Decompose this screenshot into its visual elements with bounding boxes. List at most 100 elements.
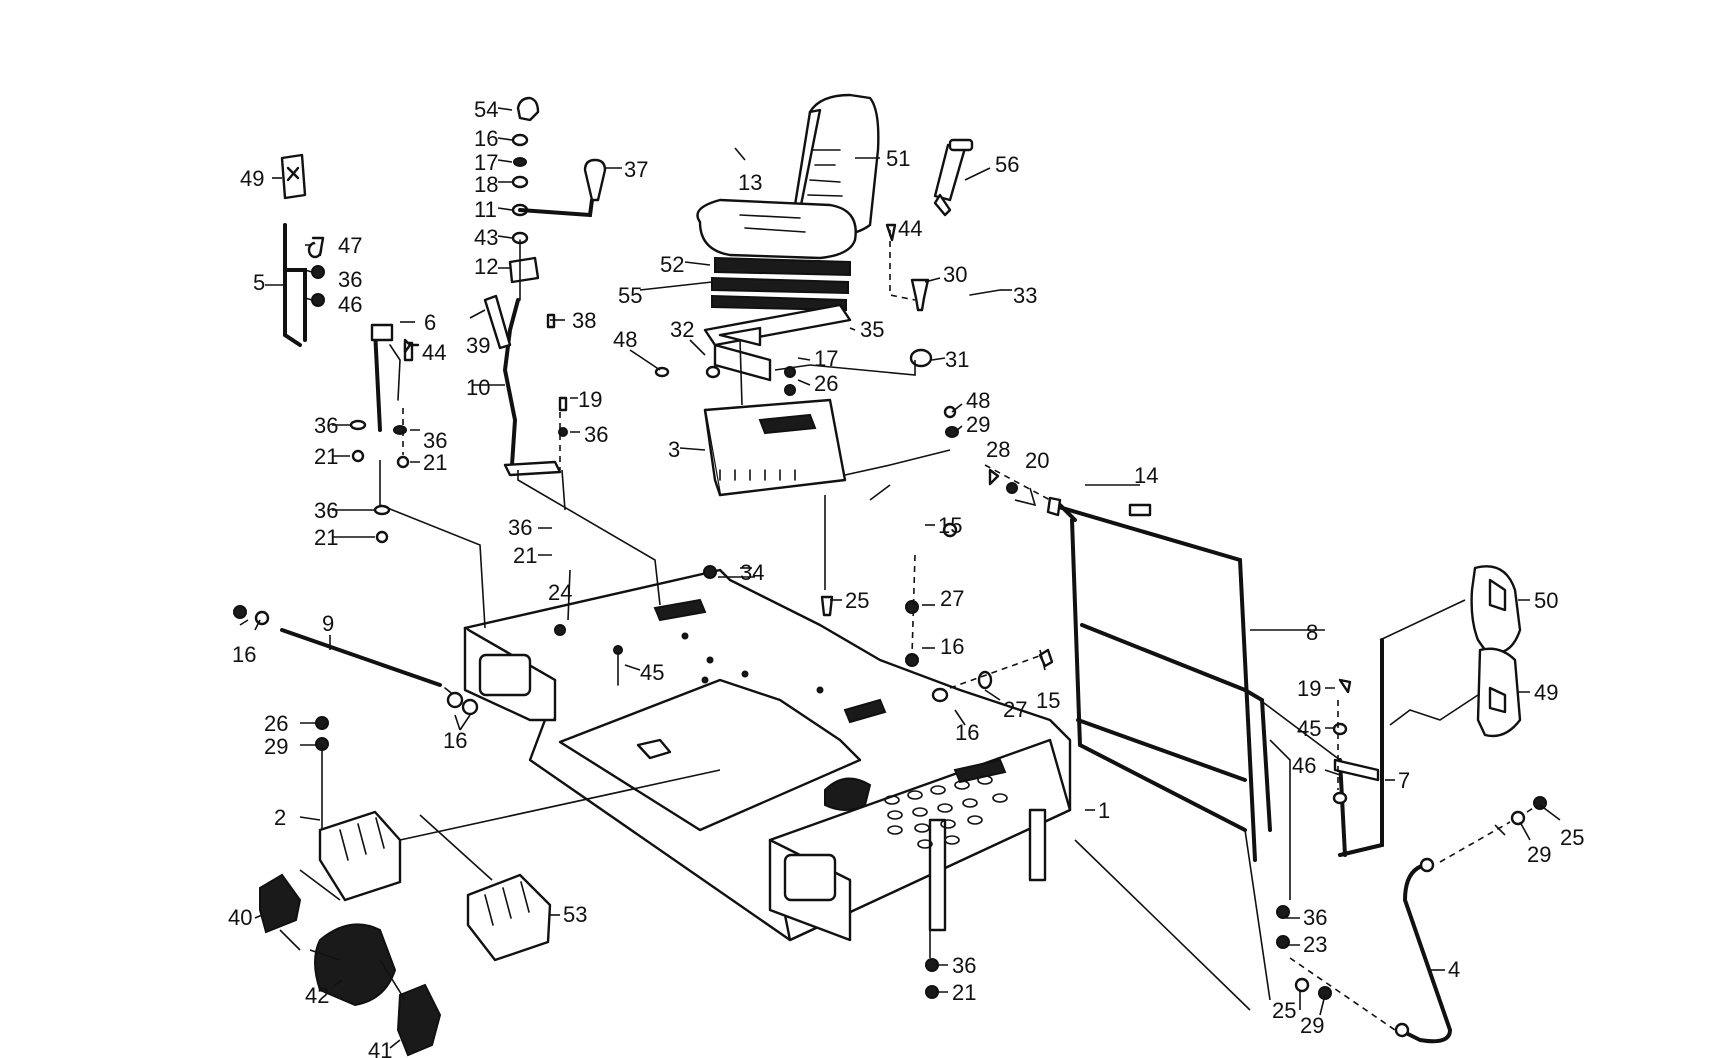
callout-38: 38 — [572, 308, 596, 333]
callout-43: 43 — [474, 225, 498, 250]
callout-36: 36 — [952, 953, 976, 978]
callout-36: 36 — [423, 428, 447, 453]
callout-14: 14 — [1134, 463, 1158, 488]
callout-48: 48 — [966, 388, 990, 413]
callout-6: 6 — [424, 310, 436, 335]
callout-42: 42 — [305, 983, 329, 1008]
callout-10: 10 — [466, 375, 490, 400]
callout-15: 15 — [1036, 688, 1060, 713]
callout-1: 1 — [1098, 798, 1110, 823]
callout-21: 21 — [513, 543, 537, 568]
fastener — [554, 624, 566, 636]
fastener — [703, 565, 717, 579]
callout-26: 26 — [814, 371, 838, 396]
foot-pad-41 — [396, 983, 442, 1057]
callout-55: 55 — [618, 283, 642, 308]
gear-lever-assembly — [483, 96, 607, 477]
bush-part — [909, 348, 933, 368]
callout-28: 28 — [986, 437, 1010, 462]
callout-40: 40 — [228, 905, 252, 930]
callout-17: 17 — [814, 346, 838, 371]
callout-44: 44 — [898, 216, 922, 241]
callout-29: 29 — [1527, 842, 1551, 867]
callout-49: 49 — [240, 166, 264, 191]
callout-29: 29 — [1300, 1013, 1324, 1038]
callout-17: 17 — [474, 150, 498, 175]
tie-rod-part — [233, 605, 479, 716]
callout-33: 33 — [1013, 283, 1037, 308]
callout-labels: 54 16 17 18 11 43 12 37 49 47 36 5 46 6 … — [228, 97, 1584, 1058]
bolt-part — [969, 289, 1001, 296]
callout-41: 41 — [368, 1038, 392, 1058]
callout-27: 27 — [940, 586, 964, 611]
callout-36: 36 — [584, 422, 608, 447]
callout-29: 29 — [966, 412, 990, 437]
callout-21: 21 — [314, 444, 338, 469]
callout-30: 30 — [943, 262, 967, 287]
callout-11: 11 — [474, 197, 497, 222]
callout-9: 9 — [322, 611, 334, 636]
bolt-part — [820, 595, 834, 617]
callout-16: 16 — [955, 720, 979, 745]
callout-3: 3 — [668, 437, 680, 462]
callout-4: 4 — [1448, 957, 1460, 982]
callout-21: 21 — [423, 450, 447, 475]
callout-8: 8 — [1306, 620, 1318, 645]
left-bracket-assembly — [280, 153, 414, 544]
callout-13: 13 — [738, 170, 762, 195]
callout-36: 36 — [1303, 905, 1327, 930]
callout-25: 25 — [1272, 998, 1296, 1023]
callout-44: 44 — [422, 340, 446, 365]
callout-47: 47 — [338, 233, 362, 258]
rear-bracket-assembly — [1332, 565, 1522, 857]
callout-16: 16 — [443, 728, 467, 753]
callout-5: 5 — [253, 270, 265, 295]
callout-36: 36 — [508, 515, 532, 540]
callout-36: 36 — [314, 413, 338, 438]
callout-18: 18 — [474, 172, 498, 197]
callout-36: 36 — [314, 498, 338, 523]
callout-39: 39 — [466, 333, 490, 358]
callout-56: 56 — [995, 152, 1019, 177]
callout-19: 19 — [1297, 676, 1321, 701]
pedal-guard-53 — [466, 873, 552, 962]
guard-frame-part — [1046, 496, 1272, 862]
cylinder-part — [933, 138, 974, 217]
callout-50: 50 — [1534, 588, 1558, 613]
callout-34: 34 — [740, 560, 764, 585]
callout-12: 12 — [474, 254, 498, 279]
callout-45: 45 — [1297, 716, 1321, 741]
callout-24: 24 — [548, 580, 572, 605]
callout-16: 16 — [232, 642, 256, 667]
callout-53: 53 — [563, 902, 587, 927]
callout-45: 45 — [640, 660, 664, 685]
fastener — [613, 645, 623, 655]
callout-21: 21 — [314, 525, 338, 550]
knob-part — [910, 278, 930, 312]
callout-25: 25 — [845, 588, 869, 613]
callout-2: 2 — [274, 805, 286, 830]
callout-49: 49 — [1534, 680, 1558, 705]
pedal-guard-2 — [315, 716, 402, 902]
callout-25: 25 — [1560, 825, 1584, 850]
callout-27: 27 — [1003, 697, 1027, 722]
callout-31: 31 — [945, 347, 969, 372]
floor-plate-part — [463, 568, 1072, 942]
callout-26: 26 — [264, 711, 288, 736]
callout-51: 51 — [886, 146, 910, 171]
callout-7: 7 — [1398, 768, 1410, 793]
callout-35: 35 — [860, 317, 884, 342]
foot-pad-40 — [259, 873, 302, 934]
callout-54: 54 — [474, 97, 498, 122]
callout-36: 36 — [338, 267, 362, 292]
callout-16: 16 — [474, 126, 498, 151]
callout-32: 32 — [670, 317, 694, 342]
callout-37: 37 — [624, 157, 648, 182]
callout-52: 52 — [660, 252, 684, 277]
callout-19: 19 — [578, 387, 602, 412]
callout-29: 29 — [264, 734, 288, 759]
callout-48: 48 — [613, 327, 637, 352]
callout-46: 46 — [1292, 753, 1316, 778]
callout-16: 16 — [940, 634, 964, 659]
